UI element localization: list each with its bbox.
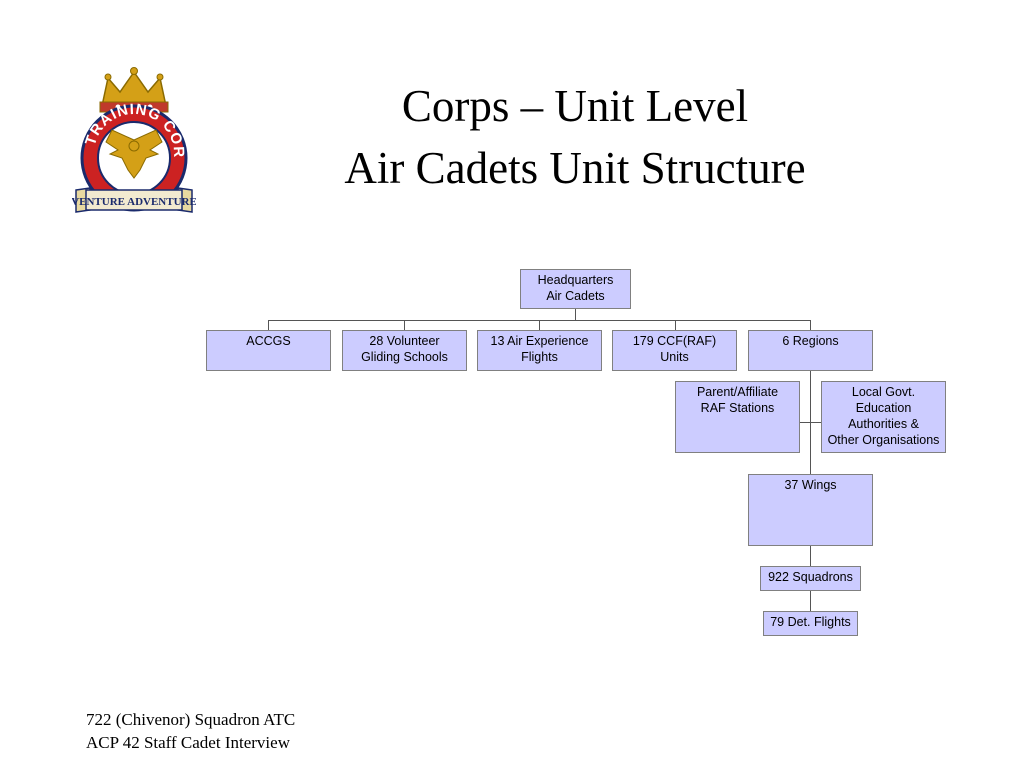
atc-crest-logo: AIR TRAINING CORPS VENTURE ADVENTURE <box>72 66 196 213</box>
page-title-line1: Corps – Unit Level <box>401 81 749 131</box>
connector-hq-down <box>575 308 576 320</box>
connector-regions <box>810 320 811 330</box>
motto-text: VENTURE ADVENTURE <box>72 196 196 208</box>
org-box-ccf-units: 179 CCF(RAF)Units <box>612 330 737 371</box>
page-title-line2: Air Cadets Unit Structure <box>344 143 806 193</box>
connector-side-bus <box>799 422 822 423</box>
connector-squadrons-to-flights <box>810 590 811 611</box>
footer-line1: 722 (Chivenor) Squadron ATC <box>86 710 296 729</box>
org-box-accgs: ACCGS <box>206 330 331 371</box>
footer-line2: ACP 42 Staff Cadet Interview <box>86 733 290 752</box>
connector-vgs <box>404 320 405 330</box>
connector-ccf <box>675 320 676 330</box>
org-box-regions: 6 Regions <box>748 330 873 371</box>
org-box-det-flights: 79 Det. Flights <box>763 611 858 636</box>
connector-accgs <box>268 320 269 330</box>
org-box-wings: 37 Wings <box>748 474 873 546</box>
org-box-squadrons: 922 Squadrons <box>760 566 861 591</box>
eagle-icon <box>105 129 163 179</box>
connector-wings-to-squadrons <box>810 545 811 566</box>
connector-aef <box>539 320 540 330</box>
